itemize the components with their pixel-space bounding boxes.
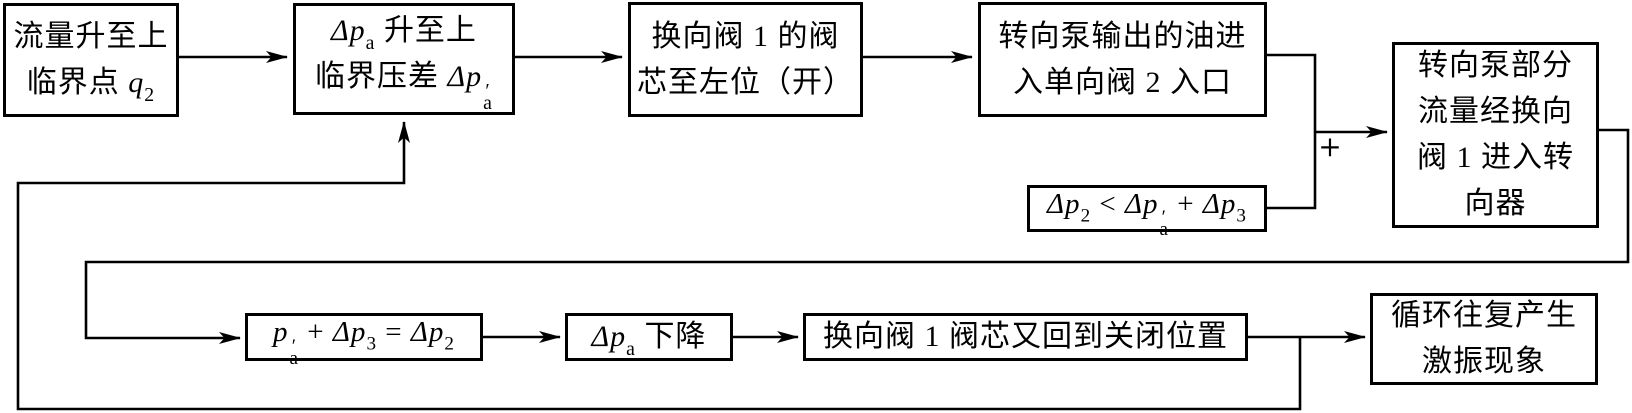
text-line: p′a + Δp3 = Δp2 bbox=[273, 316, 455, 369]
flow-box-cycle-vibration: 循环往复产生激振现象 bbox=[1370, 293, 1598, 385]
connector-feedback-to-dpa bbox=[16, 121, 1302, 411]
text-line: Δpa 下降 bbox=[591, 320, 707, 360]
text-line: 换向阀 1 的阀 bbox=[651, 19, 840, 53]
flow-box-q2-rise: 流量升至上临界点 q2 bbox=[3, 3, 179, 117]
flow-box-dpa-rise: Δpa 升至上临界压差 Δp′a bbox=[293, 3, 515, 115]
text-line: 转向泵输出的油进 bbox=[998, 19, 1247, 53]
text-line: 流量升至上 bbox=[13, 20, 169, 53]
text-line: 激振现象 bbox=[1422, 345, 1546, 378]
flow-box-valve1-close: 换向阀 1 阀芯又回到关闭位置 bbox=[803, 313, 1248, 361]
flow-box-valve1-open: 换向阀 1 的阀芯至左位（开） bbox=[628, 2, 863, 117]
text-line: 临界点 q2 bbox=[26, 66, 156, 106]
connector-pumpflow-to-paeq bbox=[84, 128, 1630, 344]
flow-box-dp2-inequality: Δp2 < Δp′a + Δp3 bbox=[1027, 185, 1267, 239]
flow-box-pa-equation: p′a + Δp3 = Δp2 bbox=[245, 313, 483, 368]
text-line: 转向泵部分 bbox=[1418, 49, 1573, 82]
connector-junction-merge bbox=[1266, 53, 1317, 210]
text-line: 流量经换向 bbox=[1418, 95, 1573, 128]
text-line: 换向阀 1 阀芯又回到关闭位置 bbox=[823, 320, 1228, 353]
text-line: 阀 1 进入转 bbox=[1417, 141, 1574, 174]
text-line: 入单向阀 2 入口 bbox=[1013, 65, 1232, 99]
text-line: 芯至左位（开） bbox=[637, 65, 854, 99]
flow-box-pump-oil-inlet: 转向泵输出的油进入单向阀 2 入口 bbox=[978, 2, 1267, 117]
plus-junction-label: + bbox=[1318, 130, 1342, 163]
flow-box-dpa-drop: Δpa 下降 bbox=[565, 313, 733, 361]
text-line: 循环往复产生 bbox=[1391, 299, 1577, 332]
flow-box-pump-flow-steering: 转向泵部分流量经换向阀 1 进入转向器 bbox=[1392, 42, 1599, 228]
text-line: Δp2 < Δp′a + Δp3 bbox=[1047, 187, 1247, 241]
text-line: 向器 bbox=[1464, 187, 1527, 220]
text-line: Δpa 升至上 bbox=[331, 14, 477, 55]
text-line: 临界压差 Δp′a bbox=[315, 60, 493, 115]
